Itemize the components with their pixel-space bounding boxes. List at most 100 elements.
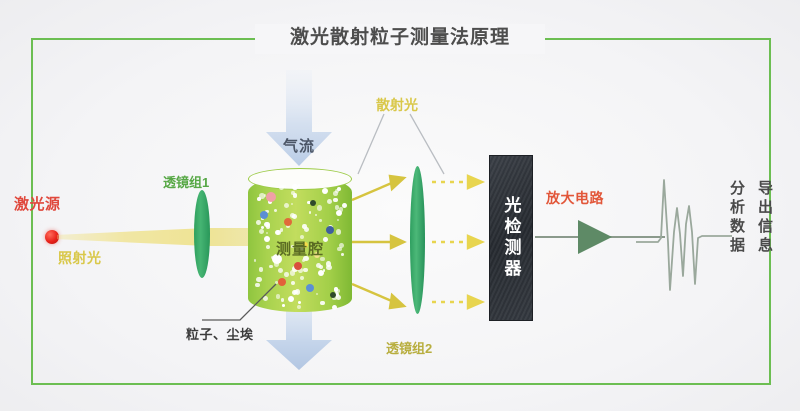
chamber-speckle [335, 229, 342, 235]
output-column-analysis: 分析数据 [728, 180, 745, 256]
photodetector-label: 光检测器 [501, 196, 521, 280]
chamber-speckle [335, 288, 341, 294]
chamber-speckle [331, 305, 337, 311]
chamber-speckle [283, 202, 289, 208]
particle-leader-line-icon [202, 283, 277, 321]
chamber-speckle [339, 207, 344, 212]
chamber-speckle [255, 283, 260, 288]
chamber-speckle [299, 276, 304, 281]
chamber-speckle [334, 188, 340, 194]
signal-waveform-icon [636, 179, 732, 291]
chamber-particle [278, 278, 286, 286]
chamber-speckle [292, 193, 297, 198]
chamber-speckle [341, 202, 347, 208]
chamber-speckle [289, 212, 296, 218]
airflow-arrow-bottom-icon [266, 300, 332, 370]
chamber-speckle [275, 294, 281, 300]
chamber-speckle [302, 267, 308, 273]
chamber-particle [272, 254, 282, 264]
chamber-speckle [336, 186, 342, 191]
chamber-top-ellipse [248, 168, 352, 190]
lens-group-2-icon [410, 166, 425, 314]
chamber-speckle [268, 264, 273, 269]
chamber-speckle [263, 296, 269, 302]
chamber-speckle [300, 245, 305, 250]
chamber-speckle [280, 298, 285, 302]
chamber-speckle [295, 289, 301, 295]
chamber-speckle [336, 295, 342, 300]
chamber-speckle [254, 259, 257, 262]
scattered-light-leader-icon [357, 113, 445, 175]
chamber-speckle [290, 280, 296, 286]
scattered-light-label: 散射光 [376, 97, 418, 113]
chamber-speckle [333, 191, 338, 196]
chamber-speckle [314, 213, 318, 217]
chamber-speckle [320, 256, 325, 262]
irradiation-light-label: 照射光 [58, 250, 102, 266]
chamber-particle [318, 270, 324, 276]
chamber-speckle [258, 267, 264, 272]
particle-dust-label: 粒子、尘埃 [186, 327, 254, 342]
page-title: 激光散射粒子测量法原理 [289, 27, 510, 48]
output-column-export: 导出信息 [756, 180, 773, 256]
lens-group-2-label: 透镜组2 [386, 341, 433, 356]
chamber-speckle [275, 229, 281, 235]
chamber-particle [284, 218, 292, 226]
chamber-speckle [297, 305, 302, 310]
amplifier-triangle-icon [578, 220, 612, 254]
chamber-speckle [307, 200, 311, 205]
chamber-speckle [274, 209, 277, 213]
chamber-particle [322, 188, 328, 194]
laser-source-dot [45, 230, 59, 244]
chamber-particle [336, 210, 342, 216]
chamber-speckle [292, 289, 298, 295]
chamber-speckle [261, 225, 265, 230]
chamber-speckle [309, 211, 312, 214]
chamber-speckle [258, 228, 265, 234]
chamber-speckle [289, 270, 296, 276]
chamber-speckle [265, 232, 268, 235]
chamber-particle [288, 296, 294, 302]
chamber-speckle [318, 265, 323, 270]
chamber-speckle [291, 191, 295, 195]
chamber-speckle [319, 219, 322, 223]
chamber-speckle [263, 194, 267, 197]
chamber-particle [302, 242, 308, 248]
chamber-speckle [315, 262, 322, 268]
chamber-particle [314, 252, 320, 258]
chamber-speckle [298, 184, 301, 187]
chamber-speckle [297, 300, 302, 305]
amplifier-circuit-label: 放大电路 [546, 190, 604, 206]
chamber-speckle [256, 276, 262, 283]
chamber-speckle [337, 246, 342, 252]
chamber-speckle [264, 221, 270, 227]
airflow-arrow-top-icon [266, 70, 332, 166]
chamber-speckle [326, 198, 332, 205]
chamber-speckle [303, 255, 309, 262]
chamber-speckle [282, 304, 285, 307]
chamber-speckle [326, 264, 332, 271]
chamber-speckle [334, 291, 340, 298]
chamber-speckle [259, 193, 265, 199]
chamber-speckle [332, 296, 337, 301]
chamber-speckle [290, 202, 293, 205]
chamber-speckle [322, 237, 328, 243]
chamber-particle [306, 284, 314, 292]
chamber-speckle [278, 267, 284, 273]
chamber-speckle [334, 205, 340, 210]
chamber-speckle [282, 184, 286, 188]
chamber-speckle [256, 220, 262, 226]
chamber-speckle [336, 219, 339, 222]
chamber-speckle [301, 224, 307, 229]
chamber-speckle [326, 261, 332, 267]
chamber-particle [330, 292, 336, 298]
laser-beam-segment [203, 228, 255, 246]
chamber-speckle [339, 242, 344, 248]
lens-group-1-label: 透镜组1 [163, 175, 210, 190]
chamber-speckle [320, 300, 325, 306]
chamber-speckle [323, 269, 326, 272]
chamber-speckle [275, 281, 279, 285]
chamber-particle [264, 236, 270, 242]
airflow-label: 气流 [282, 138, 315, 155]
chamber-particle [260, 211, 268, 219]
